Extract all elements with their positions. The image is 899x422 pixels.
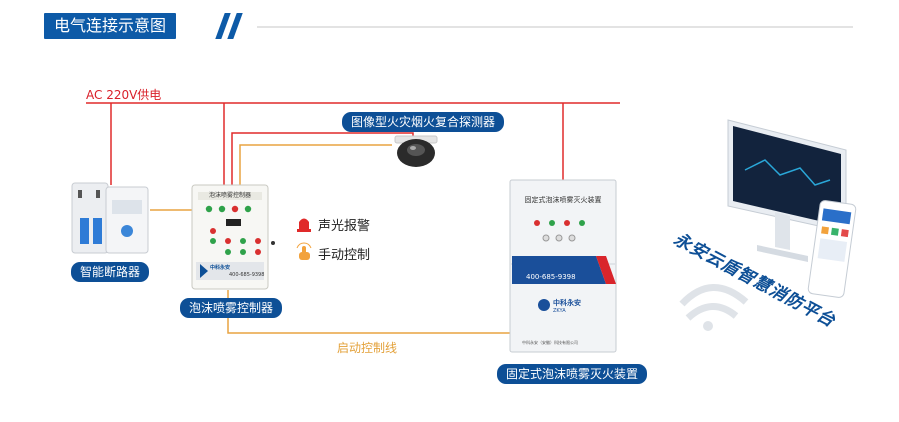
detector-label: 图像型火灾烟火复合探测器 [342, 112, 505, 132]
hand-press-icon [294, 242, 314, 262]
power-supply-label: AC 220V供电 [86, 88, 162, 102]
detector-power-wire [231, 132, 414, 185]
smart-breaker-device [71, 182, 149, 254]
detector-signal-wire [239, 144, 392, 185]
foam-extinguisher-cabinet [509, 179, 617, 353]
legend-alarm: 声光报警 [286, 211, 396, 235]
foam-controller-device [191, 184, 275, 290]
controller-panel-title: 泡沫喷雾控制器 [208, 192, 251, 199]
legend-manual: 手动控制 [286, 240, 396, 264]
alarm-light-icon [294, 213, 314, 233]
cabinet-brand: 中科永安 [553, 299, 581, 307]
cabinet-footer: 中科永安（安徽）科技有限公司 [522, 340, 578, 345]
cabinet-brand-en: ZKYA [553, 308, 566, 314]
platform-phone-device [807, 200, 857, 298]
extinguisher-label: 固定式泡沫喷雾灭火装置 [497, 364, 648, 384]
platform-monitor-device [727, 119, 847, 262]
controller-panel-brand: 中科永安 [210, 265, 231, 271]
title-divider [257, 26, 853, 28]
wifi-signal-icon [679, 284, 749, 331]
cabinet-hotline: 400-685-9398 [526, 273, 576, 281]
legend-alarm-label: 声光报警 [318, 219, 371, 234]
controller-label: 泡沫喷雾控制器 [180, 298, 283, 318]
breaker-label: 智能断路器 [71, 262, 150, 282]
start-control-line-label: 启动控制线 [337, 341, 398, 355]
controller-panel-hotline: 400-685-9398 [229, 272, 265, 278]
camera-detector-device [394, 135, 438, 167]
page-title: 电气连接示意图 [44, 13, 177, 39]
legend-manual-label: 手动控制 [318, 248, 371, 263]
cabinet-title: 固定式泡沫喷雾灭火装置 [524, 196, 602, 204]
